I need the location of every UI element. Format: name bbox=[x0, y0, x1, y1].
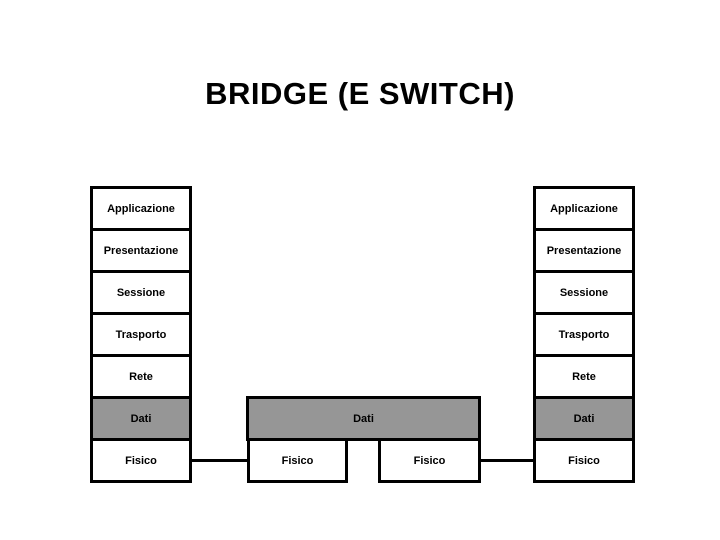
left-layer-sessione: Sessione bbox=[90, 270, 192, 315]
left-layer-fisico: Fisico bbox=[90, 438, 192, 483]
right-layer-presentazione: Presentazione bbox=[533, 228, 635, 273]
right-layer-applicazione: Applicazione bbox=[533, 186, 635, 231]
right-layer-trasporto: Trasporto bbox=[533, 312, 635, 357]
left-layer-applicazione: Applicazione bbox=[90, 186, 192, 231]
right-layer-dati: Dati bbox=[533, 396, 635, 441]
right-layer-rete: Rete bbox=[533, 354, 635, 399]
bridge-physical-layer-right: Fisico bbox=[378, 438, 481, 483]
left-layer-trasporto: Trasporto bbox=[90, 312, 192, 357]
osi-stack-left: Applicazione Presentazione Sessione Tras… bbox=[90, 186, 192, 483]
bridge-datalink-layer: Dati bbox=[246, 396, 481, 441]
physical-link-line-right bbox=[481, 459, 533, 462]
bridge-physical-layer-left: Fisico bbox=[247, 438, 348, 483]
right-layer-fisico: Fisico bbox=[533, 438, 635, 483]
left-layer-dati: Dati bbox=[90, 396, 192, 441]
right-layer-sessione: Sessione bbox=[533, 270, 635, 315]
left-layer-presentazione: Presentazione bbox=[90, 228, 192, 273]
osi-stack-right: Applicazione Presentazione Sessione Tras… bbox=[533, 186, 635, 483]
slide-title: BRIDGE (E SWITCH) bbox=[205, 76, 515, 111]
left-layer-rete: Rete bbox=[90, 354, 192, 399]
physical-link-line-left bbox=[192, 459, 247, 462]
